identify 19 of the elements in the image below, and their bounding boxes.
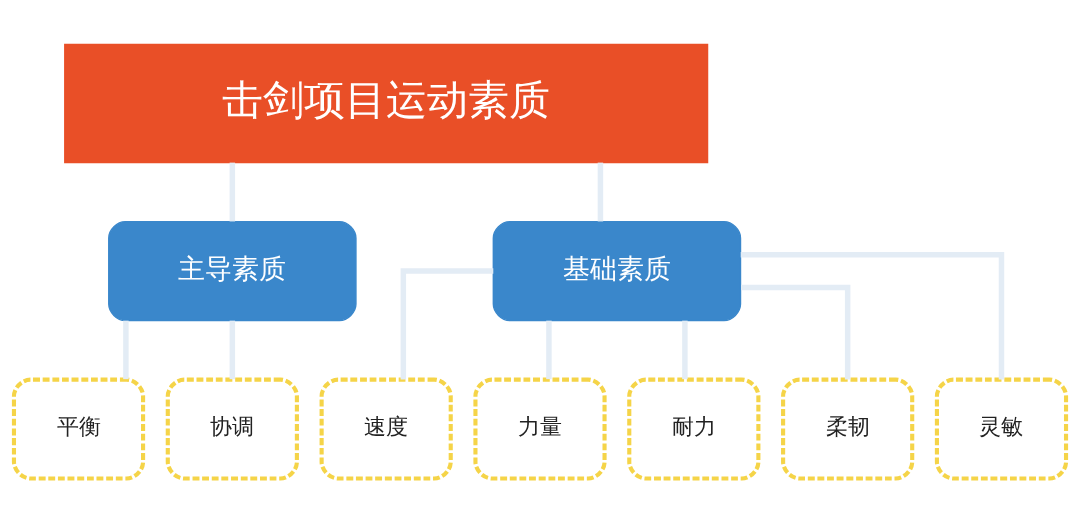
connector <box>682 320 688 380</box>
node-box: 击剑项目运动素质 <box>64 43 709 164</box>
node-box: 协调 <box>165 377 299 481</box>
node-box: 主导素质 <box>108 221 357 322</box>
connector <box>741 284 851 380</box>
node-box: 柔韧 <box>781 377 915 481</box>
connector <box>546 320 552 380</box>
node-box: 速度 <box>319 377 453 481</box>
connector <box>740 251 1005 380</box>
connector <box>123 320 129 380</box>
node-box: 灵敏 <box>934 377 1069 481</box>
node-box: 力量 <box>473 377 607 481</box>
node-box: 基础素质 <box>492 221 742 322</box>
node-box: 耐力 <box>627 377 761 481</box>
connector <box>229 320 236 380</box>
connector <box>597 162 604 222</box>
connector <box>400 268 494 380</box>
node-box: 平衡 <box>11 377 146 481</box>
connector <box>229 162 236 222</box>
